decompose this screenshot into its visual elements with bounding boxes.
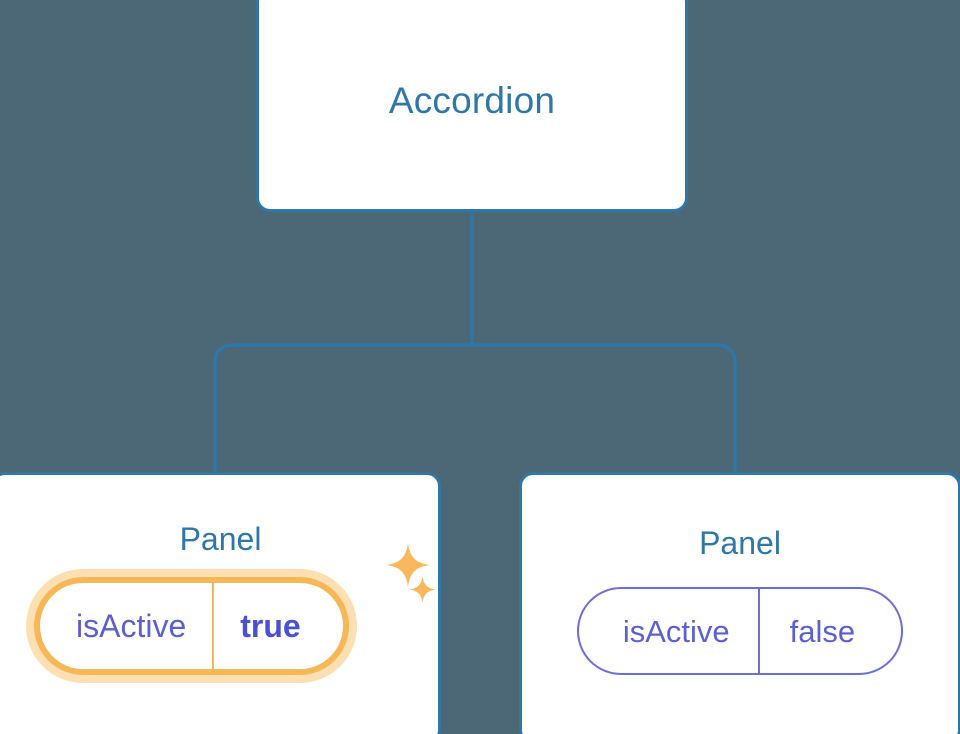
prop-pill-active[interactable]: isActive true bbox=[34, 577, 349, 675]
node-accordion[interactable]: Accordion bbox=[256, 0, 688, 212]
prop-pill-wrap-inactive: isActive false bbox=[522, 559, 958, 675]
node-accordion-label: Accordion bbox=[388, 79, 556, 121]
node-panel-active[interactable]: Panel isActive true bbox=[0, 472, 441, 734]
connector-branch-right bbox=[472, 343, 737, 472]
node-panel-inactive[interactable]: Panel isActive false bbox=[519, 472, 960, 734]
node-panel-inactive-label: Panel bbox=[699, 525, 781, 561]
node-panel-active-label: Panel bbox=[179, 521, 262, 557]
prop-key-active: isActive bbox=[76, 608, 187, 644]
prop-pill-inactive[interactable]: isActive false bbox=[576, 587, 904, 675]
connector-branch-left bbox=[213, 343, 472, 472]
prop-key-inactive: isActive bbox=[622, 613, 730, 649]
prop-pill-wrap-active: isActive true bbox=[0, 577, 438, 675]
prop-value-active: true bbox=[212, 583, 342, 669]
prop-value-inactive: false bbox=[757, 589, 901, 673]
